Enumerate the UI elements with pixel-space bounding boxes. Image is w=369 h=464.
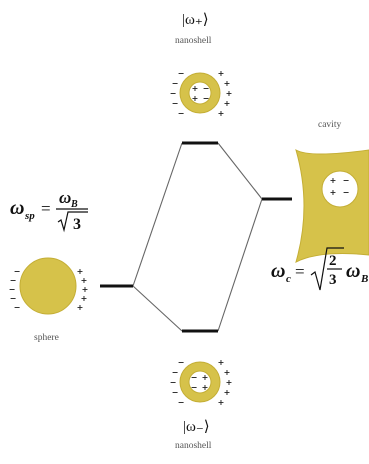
svg-text:ω: ω [271, 260, 285, 282]
svg-text:−: − [203, 94, 210, 103]
svg-text:−: − [172, 388, 179, 397]
connector-minus-to-cavity [217, 198, 263, 332]
svg-text:+: + [81, 276, 88, 285]
svg-text:−: − [172, 79, 179, 88]
nanoshell-top-label: nanoshell [175, 36, 212, 46]
svg-text:−: − [203, 84, 210, 93]
svg-text:−: − [14, 303, 21, 312]
svg-text:−: − [172, 368, 179, 377]
svg-text:−: − [343, 188, 350, 197]
connector-sphere-to-plus [132, 142, 183, 287]
svg-text:+: + [77, 267, 84, 276]
svg-text:sp: sp [24, 210, 35, 222]
connector-plus-to-cavity [217, 142, 263, 200]
svg-text:ω: ω [346, 260, 360, 282]
svg-text:−: − [191, 383, 198, 392]
svg-text:−: − [178, 109, 185, 118]
svg-text:−: − [9, 285, 16, 294]
svg-text:+: + [202, 383, 209, 392]
omega-c-equation: ω c = 2 3 ω B [271, 247, 368, 291]
svg-text:−: − [14, 267, 21, 276]
svg-text:=: = [295, 262, 305, 281]
connector-sphere-to-minus [132, 285, 183, 332]
svg-text:3: 3 [73, 216, 81, 233]
svg-text:−: − [10, 294, 17, 303]
svg-text:+: + [224, 99, 231, 108]
svg-text:+: + [81, 294, 88, 303]
svg-text:−: − [170, 378, 177, 387]
svg-text:+: + [330, 188, 337, 197]
nanoshell-plus-icon: − − − − − + + + + + + − + − [170, 69, 233, 118]
svg-text:B: B [360, 273, 368, 285]
svg-text:−: − [178, 398, 185, 407]
svg-text:+: + [224, 388, 231, 397]
svg-text:−: − [343, 176, 350, 185]
svg-text:−: − [191, 373, 198, 382]
svg-text:+: + [218, 69, 225, 78]
nanoshell-minus-icon: − − − − − + + + + + − + − + [170, 358, 233, 407]
svg-text:+: + [218, 358, 225, 367]
svg-text:−: − [172, 99, 179, 108]
cavity-label: cavity [318, 120, 342, 130]
nanoshell-bottom-label: nanoshell [175, 441, 212, 451]
svg-text:+: + [224, 79, 231, 88]
svg-text:2: 2 [329, 253, 337, 269]
svg-text:−: − [10, 276, 17, 285]
svg-text:+: + [77, 303, 84, 312]
svg-text:−: − [178, 358, 185, 367]
sphere-icon: − − − − − + + + + + [9, 257, 89, 315]
svg-text:ω: ω [10, 197, 24, 219]
svg-text:+: + [226, 89, 233, 98]
svg-text:=: = [41, 199, 51, 218]
omega-plus-ket-label: |ω₊⟩ [182, 12, 209, 28]
sphere-label: sphere [34, 333, 59, 343]
svg-text:+: + [192, 84, 199, 93]
svg-text:+: + [218, 398, 225, 407]
svg-text:+: + [224, 368, 231, 377]
svg-text:ω: ω [59, 188, 71, 207]
svg-text:+: + [202, 373, 209, 382]
svg-text:+: + [82, 285, 89, 294]
svg-text:−: − [170, 89, 177, 98]
svg-text:c: c [286, 273, 291, 285]
svg-text:+: + [218, 109, 225, 118]
svg-text:B: B [70, 199, 78, 210]
svg-text:3: 3 [329, 272, 337, 288]
omega-sp-equation: ω sp = ω B 3 [10, 188, 88, 233]
cavity-icon: + − + − [295, 148, 369, 263]
svg-text:+: + [226, 378, 233, 387]
svg-text:−: − [178, 69, 185, 78]
svg-text:+: + [192, 94, 199, 103]
svg-text:+: + [330, 176, 337, 185]
omega-minus-ket-label: |ω₋⟩ [183, 419, 210, 435]
